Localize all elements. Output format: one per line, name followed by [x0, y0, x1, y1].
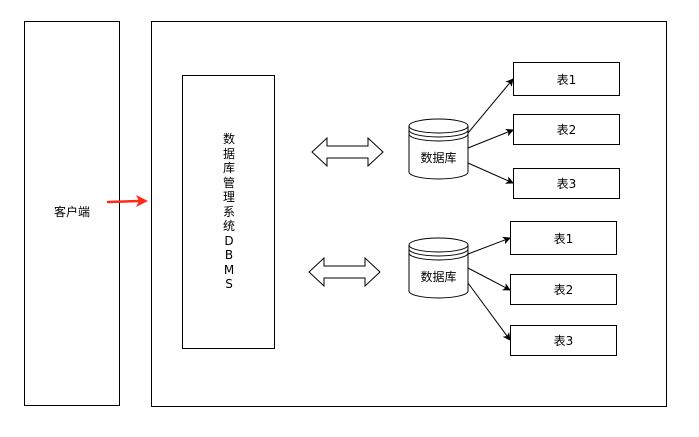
table-label: 表2	[556, 123, 577, 137]
database-label: 数据库	[420, 270, 457, 284]
database-cylinder-icon	[408, 237, 469, 299]
table-box: 表3	[510, 325, 617, 356]
dbms-char: D	[224, 233, 234, 248]
dbms-box	[182, 75, 275, 349]
connector-arrow	[467, 282, 511, 341]
table-label: 表1	[553, 231, 574, 246]
table-box: 表3	[513, 168, 620, 199]
client-label: 客户端	[53, 205, 90, 219]
connector-arrow	[467, 78, 514, 134]
table-label: 表2	[553, 283, 574, 297]
table-box: 表1	[510, 221, 617, 255]
dbms-char: S	[225, 277, 233, 291]
table-label: 表3	[556, 177, 577, 191]
table-label: 表3	[553, 334, 574, 348]
dbms-char: B	[224, 248, 234, 262]
dbms-char: 据	[222, 146, 235, 161]
dbms-char: M	[223, 262, 235, 277]
double-arrow-icon	[308, 256, 381, 288]
connector-arrow	[467, 128, 514, 149]
double-arrow-icon	[311, 136, 384, 168]
dbms-char: 系	[222, 204, 235, 219]
dbms-char: 管	[222, 175, 235, 190]
dbms-char: 理	[222, 190, 235, 204]
connector-arrow	[467, 162, 514, 184]
dbms-char: 库	[222, 161, 235, 175]
connector-arrow	[467, 236, 511, 255]
database-cylinder-icon	[408, 118, 469, 180]
dbms-char: 统	[222, 219, 235, 233]
table-box: 表2	[513, 114, 620, 145]
database-label: 数据库	[420, 151, 457, 165]
red-arrow-icon	[106, 195, 148, 207]
table-label: 表1	[556, 72, 577, 87]
table-box: 表1	[513, 62, 620, 96]
dbms-char: 数	[222, 132, 235, 146]
table-box: 表2	[510, 274, 617, 305]
dbms-label: 数 据 库 管 理 系 统 D B M S	[219, 132, 239, 292]
connector-arrow	[467, 267, 511, 291]
client-box	[24, 21, 120, 406]
